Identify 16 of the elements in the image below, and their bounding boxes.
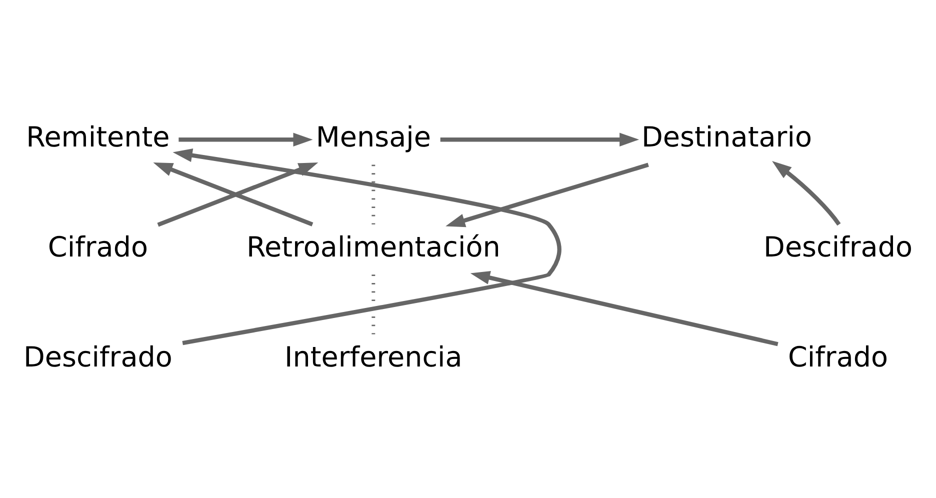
node-text: Remitente <box>26 120 170 154</box>
arrow <box>470 270 778 346</box>
connector <box>372 164 376 224</box>
arrow <box>178 132 313 146</box>
arrow <box>440 132 640 146</box>
node-text: Destinatario <box>642 120 812 154</box>
node-text: Cifrado <box>48 230 148 263</box>
arrow <box>172 148 562 345</box>
node-text: Cifrado <box>788 340 888 373</box>
node-text: Descifrado <box>23 340 172 373</box>
arrow <box>772 160 841 226</box>
node-text: Descifrado <box>764 230 913 263</box>
node-text: Retroalimentación <box>246 230 500 263</box>
node-text: Interferencia <box>284 340 462 373</box>
node-text: Mensaje <box>316 120 431 154</box>
arrow <box>446 162 649 227</box>
